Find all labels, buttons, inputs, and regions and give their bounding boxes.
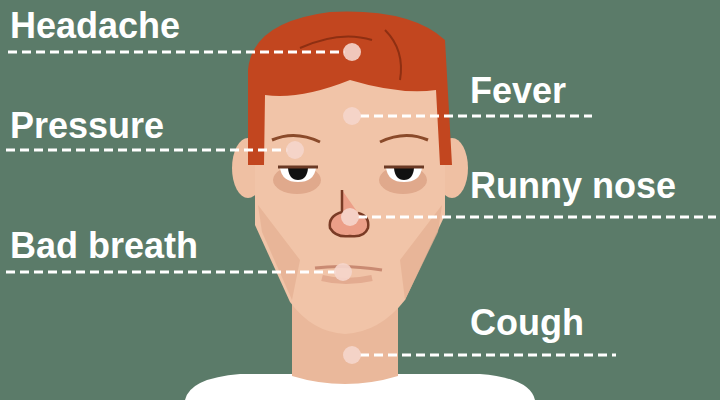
symptom-label: Bad breath	[10, 228, 198, 264]
leader-line	[358, 216, 716, 219]
pupil	[394, 168, 414, 180]
symptom-label: Headache	[10, 8, 180, 44]
eye	[280, 168, 316, 182]
leader-line	[360, 115, 592, 118]
leader-line	[6, 271, 336, 274]
hair-strand	[300, 36, 372, 48]
nose	[330, 190, 369, 236]
marker-dot	[286, 141, 304, 159]
marker-dot	[341, 208, 359, 226]
eyelid	[384, 166, 424, 169]
eyelid	[278, 166, 318, 169]
face	[255, 70, 445, 334]
eyebrow	[272, 135, 320, 142]
marker-dot	[343, 346, 361, 364]
marker-dot	[343, 43, 361, 61]
hair-strand	[385, 30, 401, 80]
eyebrow	[380, 135, 428, 142]
symptom-label: Fever	[470, 73, 566, 109]
eye-bag	[379, 166, 427, 194]
hair	[248, 12, 452, 165]
cheek-shadow	[258, 205, 300, 300]
marker-dot	[334, 263, 352, 281]
eye-bag	[273, 166, 321, 194]
leader-line	[360, 354, 616, 357]
leader-line	[8, 51, 345, 54]
pupil	[288, 168, 308, 180]
leader-line	[6, 149, 288, 152]
eye	[386, 168, 422, 182]
symptom-label: Pressure	[10, 108, 164, 144]
symptom-label: Runny nose	[470, 168, 676, 204]
cheek-shadow	[400, 205, 442, 300]
marker-dot	[343, 107, 361, 125]
symptom-label: Cough	[470, 305, 584, 341]
